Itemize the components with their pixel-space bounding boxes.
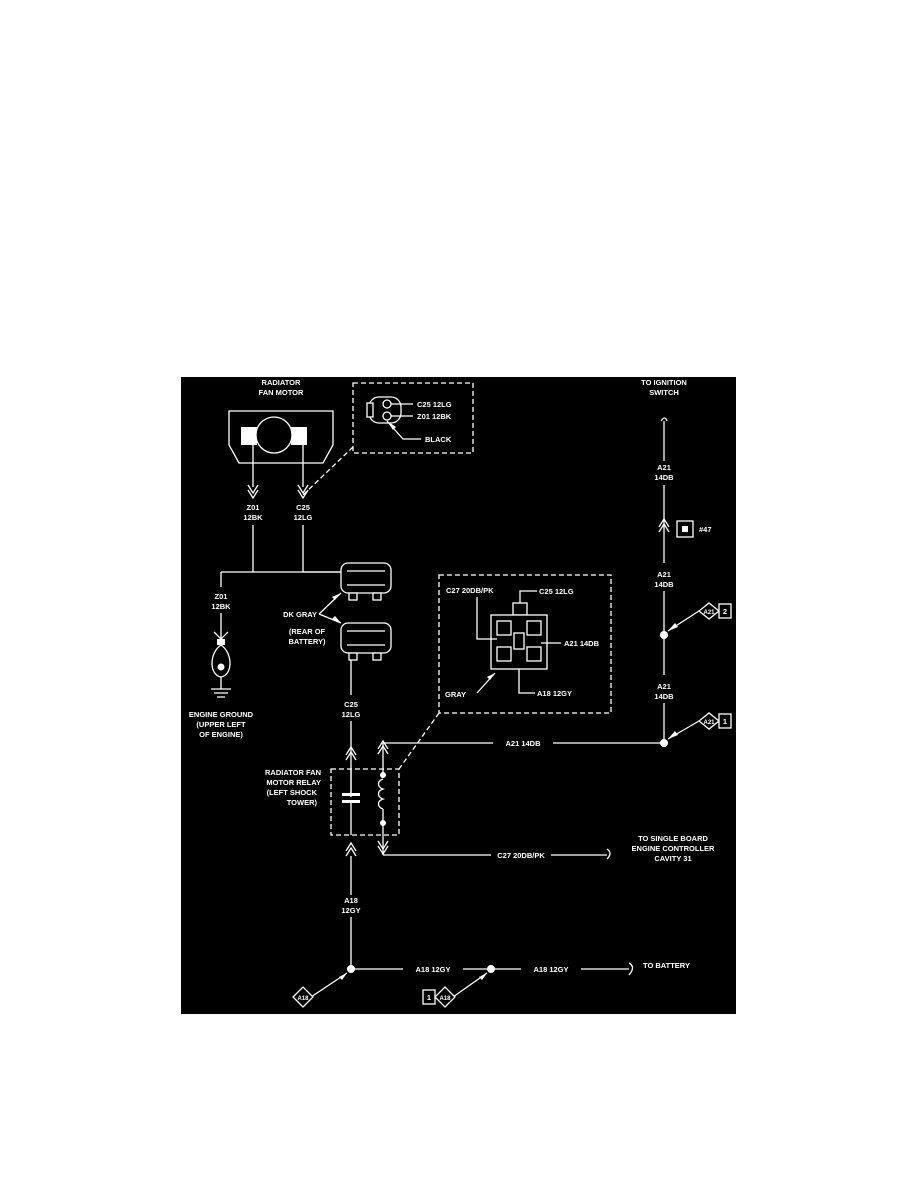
relay-box (330, 768, 400, 836)
relay-label-3: (LEFT SHOCK (267, 788, 318, 797)
engine-ground-3: OF ENGINE) (199, 730, 243, 739)
inset-gray-arrowhead (487, 673, 495, 680)
splice-a18-right-tag (422, 986, 456, 1008)
motor-connector-inset-box (352, 382, 474, 454)
a21-wire-3-2: 14DB (654, 692, 674, 701)
controller-label-1: TO SINGLE BOARD (638, 834, 708, 843)
a18-h2-label: A18 12GY (533, 965, 568, 974)
relay-label-2: MOTOR RELAY (266, 778, 321, 787)
splice-a18-right-num: 1 (427, 993, 431, 1002)
ignition-label-1: TO IGNITION (641, 378, 687, 387)
relay-label-4: TOWER) (287, 798, 318, 807)
controller-label-3: CAVITY 31 (654, 854, 691, 863)
relay-coil-top-connector (377, 739, 389, 755)
engine-ground-2: (UPPER LEFT (196, 720, 246, 729)
a18-vertical-2: 12GY (341, 906, 360, 915)
dk-gray-label: DK GRAY (283, 610, 317, 619)
inset-lead-c25 (519, 590, 537, 603)
relay-connector-inset-box (438, 574, 612, 714)
engine-ground-symbol (211, 631, 231, 698)
motor-wire-right-1: C25 (296, 503, 310, 512)
inset-lead-a18 (518, 669, 535, 694)
splice-a21-2-id: A21 (703, 610, 715, 616)
inset-lead-c27 (476, 597, 497, 640)
to-battery-label: TO BATTERY (643, 961, 690, 970)
relay-wire-top-2: 12LG (342, 710, 361, 719)
rear-battery-2: BATTERY) (288, 637, 326, 646)
controller-label-2: ENGINE CONTROLLER (632, 844, 716, 853)
motor-wire-right-2: 12LG (294, 513, 313, 522)
inset-wire-z01: Z01 12BK (417, 412, 452, 421)
motor-wire-left-2: 12BK (243, 513, 263, 522)
splice-a18-right-id: A18 (439, 996, 451, 1002)
relay-output-connector (345, 841, 357, 857)
dk-gray-connector-upper (340, 562, 392, 601)
motor-armature (255, 416, 293, 454)
battery-break (628, 962, 634, 976)
relay-input-connector (345, 745, 357, 761)
splice-a21-1-num: 1 (723, 717, 727, 726)
a21-horizontal-label: A21 14DB (505, 739, 541, 748)
ground-wire-1: Z01 (215, 592, 228, 601)
splice-a21-2-num: 2 (723, 607, 727, 616)
dk-gray-arrowheads (332, 593, 341, 623)
ignition-break (660, 417, 668, 422)
controller-break (606, 848, 611, 860)
radiator-fan-motor: RADIATOR FAN MOTOR (228, 378, 334, 464)
motor-connector-inset (366, 396, 421, 440)
inset-leader-line (302, 446, 354, 496)
engine-ground-1: ENGINE GROUND (189, 710, 254, 719)
inset-a21-label: A21 14DB (564, 639, 600, 648)
c27-wire-label: C27 20DB/PK (497, 851, 545, 860)
inset-gray-label: GRAY (445, 690, 466, 699)
a21-wire-1-1: A21 (657, 463, 671, 472)
relay-coil (377, 743, 386, 855)
splice-a21-2-dot (660, 631, 668, 639)
inset-wire-c25: C25 12LG (417, 400, 452, 409)
splice-a18-left-id: A18 (297, 996, 309, 1002)
connector-z01-symbol (247, 484, 259, 500)
splice-a21-1-tag (697, 712, 732, 730)
inset-c25-label: C25 12LG (539, 587, 574, 596)
connector-47-symbol (658, 517, 670, 533)
fan-motor-housing (228, 410, 334, 464)
ground-wire-2: 12BK (211, 602, 231, 611)
splice-a21-2-tag (697, 602, 732, 620)
motor-brush-right (291, 427, 307, 445)
splice-a21-1-id: A21 (703, 720, 715, 726)
a18-h1-label: A18 12GY (415, 965, 450, 974)
a21-wire-3-1: A21 (657, 682, 671, 691)
relay-label-1: RADIATOR FAN (265, 768, 321, 777)
relay-wire-top-1: C25 (344, 700, 358, 709)
inset-c27-label: C27 20DB/PK (446, 586, 494, 595)
a18-vertical-1: A18 (344, 896, 358, 905)
inset-connector-color: BLACK (425, 435, 452, 444)
ignition-label-2: SWITCH (649, 388, 679, 397)
rear-battery-1: (REAR OF (289, 627, 326, 636)
dk-gray-connector-lower (340, 622, 392, 661)
relay-coil-bottom-connector (377, 840, 389, 856)
wiring-diagram: RADIATOR FAN MOTOR Z01 12BK C25 12LG C25… (181, 377, 736, 1014)
relay-contacts (342, 769, 360, 835)
a21-wire-2-2: 14DB (654, 580, 674, 589)
splice-a18-left-tag (292, 986, 314, 1008)
relay-connector-inset (490, 602, 548, 670)
dk-gray-leaders (318, 592, 342, 624)
a21-wire-1-2: 14DB (654, 473, 674, 482)
fan-motor-label-2: FAN MOTOR (259, 388, 304, 397)
motor-wire-left-1: Z01 (247, 503, 260, 512)
relay-inset-leader (398, 712, 440, 770)
fan-motor-label-1: RADIATOR (262, 378, 301, 387)
wire-c25-to-connector (302, 525, 341, 573)
inset-a18-label: A18 12GY (537, 689, 572, 698)
motor-brush-left (241, 427, 257, 445)
a21-wire-2-1: A21 (657, 570, 671, 579)
connector-47-label: #47 (699, 525, 712, 534)
